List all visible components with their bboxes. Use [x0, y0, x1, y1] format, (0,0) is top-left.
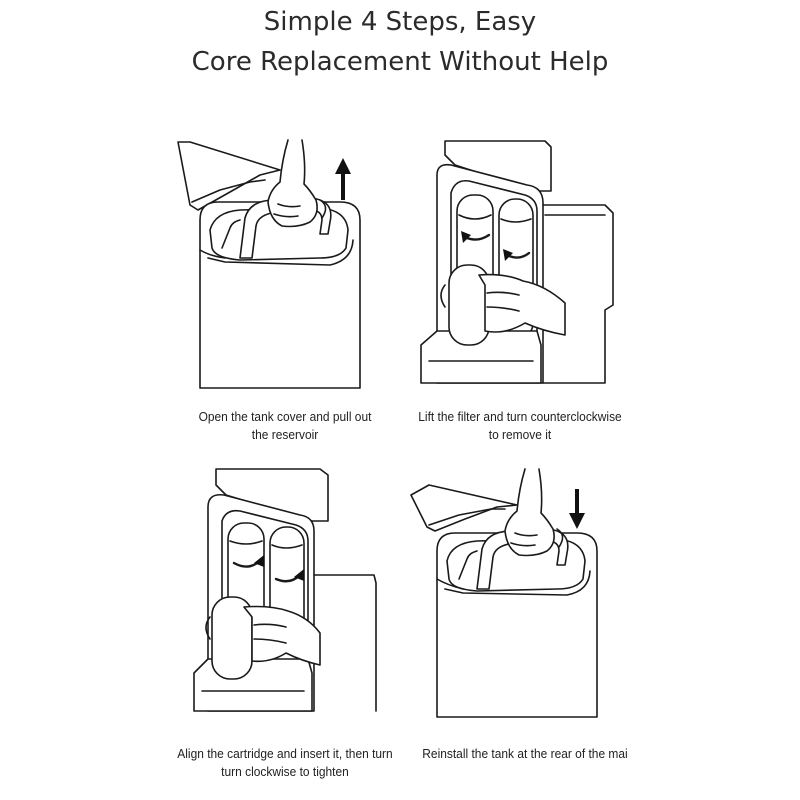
step-1-caption-line-2: the reservoir	[251, 427, 319, 442]
step-1-illustration	[170, 130, 380, 395]
step-3-caption: Align the cartridge and insert it, then …	[165, 745, 404, 781]
down-arrow-icon	[569, 489, 585, 529]
step-4-illustration	[405, 465, 615, 720]
up-arrow-icon	[335, 158, 351, 200]
step-1-caption: Open the tank cover and pull out the res…	[170, 408, 400, 444]
step-3-caption-line-2: turn clockwise to tighten	[221, 764, 349, 779]
step-2-caption: Lift the filter and turn counterclockwis…	[405, 408, 635, 444]
page-title-line-1: Simple 4 Steps, Easy	[263, 7, 537, 37]
clockwise-arrow-icon	[232, 555, 304, 583]
step-2-caption-line-1: Lift the filter and turn counterclockwis…	[418, 409, 622, 424]
step-4-caption: Reinstall the tank at the rear of the ma…	[405, 745, 644, 763]
step-1-caption-line-1: Open the tank cover and pull out	[198, 409, 372, 424]
step-3-illustration	[190, 465, 390, 715]
page-title-line-2: Core Replacement Without Help	[191, 47, 609, 77]
step-2-caption-line-2: to remove it	[488, 427, 552, 442]
step-4-caption-line-1: Reinstall the tank at the rear of the ma…	[422, 746, 628, 761]
counterclockwise-arrow-icon	[461, 231, 531, 261]
step-2-illustration	[415, 135, 625, 387]
step-3-caption-line-1: Align the cartridge and insert it, then …	[177, 746, 393, 761]
